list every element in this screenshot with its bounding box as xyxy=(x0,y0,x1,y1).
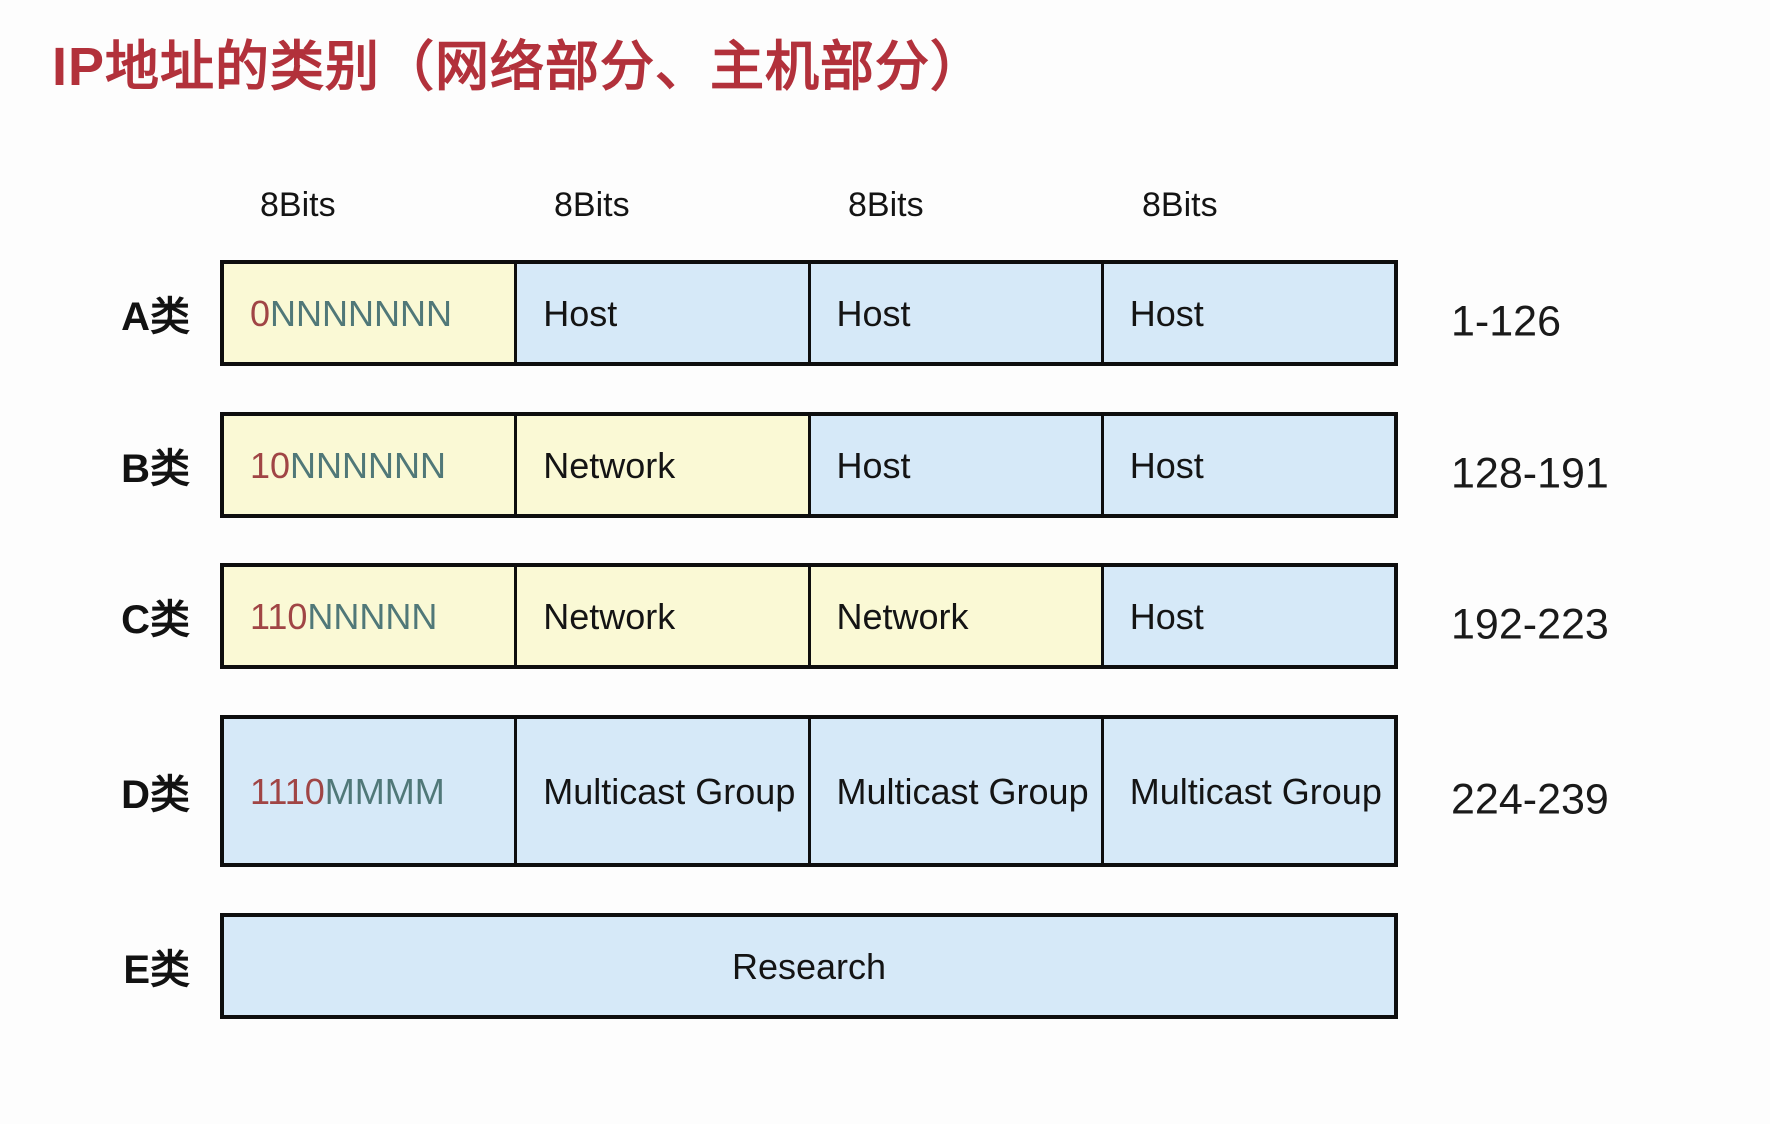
octet-cell: Host xyxy=(1100,264,1394,362)
row-label: A类 xyxy=(121,295,190,339)
row-label: B类 xyxy=(121,447,190,491)
bit-suffix: NNNNNN xyxy=(290,444,447,486)
octet-cell: Network xyxy=(807,567,1101,665)
octet-cell: Research xyxy=(224,917,1394,1015)
octet-cell: Host xyxy=(514,264,808,362)
octet-cell: Multicast Group xyxy=(514,719,808,863)
class-row-e: E类 Research xyxy=(123,913,1398,1019)
bit-suffix: NNNNNNN xyxy=(270,292,453,334)
column-header-8bits-2: 8Bits xyxy=(554,186,630,224)
address-range-label: 192-223 xyxy=(1451,600,1609,649)
row-label: E类 xyxy=(123,948,190,992)
column-header-8bits-1: 8Bits xyxy=(260,186,336,224)
row-label: C类 xyxy=(121,598,190,642)
octet-cell: Host xyxy=(1100,567,1394,665)
octet-cell: Multicast Group xyxy=(1100,719,1394,863)
bit-prefix: 10 xyxy=(250,444,291,486)
bit-suffix: NNNNN xyxy=(307,595,438,637)
bit-suffix: MMMM xyxy=(324,770,445,812)
bit-prefix: 1110 xyxy=(250,770,325,812)
page-title: IP地址的类别（网络部分、主机部分） xyxy=(52,37,986,97)
column-header-8bits-4: 8Bits xyxy=(1142,186,1218,224)
column-header-8bits-3: 8Bits xyxy=(848,186,924,224)
octet-cell: Network xyxy=(514,416,808,514)
bit-prefix: 0 xyxy=(250,292,271,334)
address-range-label: 128-191 xyxy=(1451,449,1609,498)
row-label: D类 xyxy=(121,773,190,817)
octet-cell: Host xyxy=(1100,416,1394,514)
octet-cell: Host xyxy=(807,416,1101,514)
address-range-label: 1-126 xyxy=(1451,297,1561,346)
octet-cell: Multicast Group xyxy=(807,719,1101,863)
column-header-row: 8Bits 8Bits 8Bits 8Bits xyxy=(0,186,1770,226)
bit-prefix: 110 xyxy=(250,595,308,637)
octet-cell: Host xyxy=(807,264,1101,362)
address-range-label: 224-239 xyxy=(1451,775,1609,824)
octet-cell: Network xyxy=(514,567,808,665)
